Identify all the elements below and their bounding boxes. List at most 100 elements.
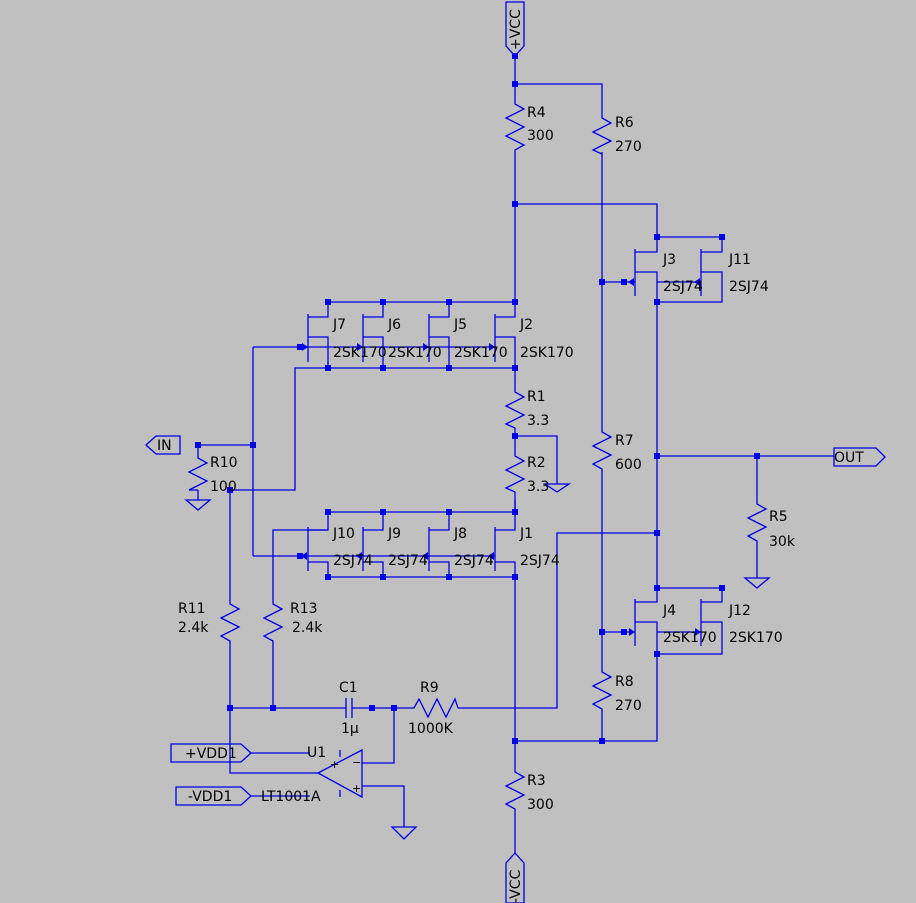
junction-dot (512, 574, 518, 580)
j4-name: J4 (662, 603, 676, 619)
r10-value: 100 (210, 479, 237, 495)
junction-dot (369, 705, 375, 711)
j10-name: J10 (332, 526, 355, 542)
svg-text:−: − (352, 756, 361, 769)
resistor-r10 (187, 455, 209, 491)
j8-name: J8 (453, 526, 467, 542)
junction-dot (599, 738, 605, 744)
port-in: IN (145, 435, 181, 455)
r4-value: 300 (527, 128, 554, 144)
junction-dot (446, 299, 452, 305)
junction-dot (512, 509, 518, 515)
port-vcc-pos: +VCC (505, 1, 525, 57)
junction-dot (325, 509, 331, 515)
junction-dot (227, 487, 233, 493)
label-vdd-pos: +VDD1 (185, 746, 237, 762)
junction-dot (654, 234, 660, 240)
resistor-r11 (219, 600, 241, 650)
junction-dot (325, 299, 331, 305)
r11-name: R11 (178, 601, 206, 617)
j6-name: J6 (387, 317, 401, 333)
jfet-j1 (487, 512, 516, 577)
label-vdd-neg: -VDD1 (188, 789, 232, 805)
r2-value: 3.3 (527, 479, 549, 495)
junction-dot (446, 574, 452, 580)
j5-name: J5 (453, 317, 467, 333)
ground-u1 (390, 826, 418, 840)
j5-value: 2SK170 (454, 345, 508, 361)
junction-dot (621, 279, 627, 285)
r8-name: R8 (615, 674, 634, 690)
c1-value: 1µ (341, 721, 359, 737)
capacitor-c1 (342, 698, 355, 718)
junction-dot (719, 585, 725, 591)
junction-dot (512, 738, 518, 744)
junction-dot (512, 433, 518, 439)
j3-value: 2SJ74 (663, 279, 703, 295)
r5-value: 30k (769, 534, 796, 550)
r11-value: 2.4k (178, 620, 209, 636)
junction-dot (380, 574, 386, 580)
port-vcc-neg: -VCC (505, 852, 525, 903)
resistor-r2 (504, 448, 526, 512)
label-vcc-pos: +VCC (508, 9, 524, 50)
junction-dot (270, 705, 276, 711)
j11-value: 2SJ74 (729, 279, 769, 295)
junction-dot (654, 453, 660, 459)
junction-dot (512, 299, 518, 305)
junction-dot (227, 705, 233, 711)
jfet-j3 (624, 236, 723, 303)
ground-r10 (184, 496, 212, 511)
jfet-j2 (487, 302, 516, 368)
junction-dot (325, 365, 331, 371)
r9-value: 1000K (408, 721, 454, 737)
svg-text:+: + (352, 782, 361, 795)
r1-name: R1 (527, 389, 546, 405)
junction-dot (599, 279, 605, 285)
r4-name: R4 (527, 105, 546, 121)
junction-dot (654, 651, 660, 657)
r6-value: 270 (615, 139, 642, 155)
junction-dot (250, 442, 256, 448)
r6-name: R6 (615, 115, 634, 131)
jfet-j10 (300, 512, 329, 577)
jfet-j7 (300, 302, 329, 368)
port-out: OUT (833, 447, 886, 467)
label-vcc-neg: -VCC (508, 869, 524, 903)
junction-dot (599, 629, 605, 635)
r2-name: R2 (527, 455, 546, 471)
junction-dot (754, 453, 760, 459)
resistor-r7 (591, 428, 613, 476)
resistor-r4 (504, 96, 526, 152)
j1-name: J1 (519, 526, 533, 542)
j2-value: 2SK170 (520, 345, 574, 361)
resistor-r5 (746, 500, 768, 552)
svg-text:+: + (330, 758, 339, 771)
junction-dot (654, 530, 660, 536)
junction-dot (297, 344, 303, 350)
j11-name: J11 (728, 252, 751, 268)
opamp-u1: + − + (316, 748, 363, 799)
label-out: OUT (834, 450, 864, 466)
labels: R4 300 R6 270 R1 3.3 R2 3.3 R3 300 R7 60… (178, 105, 796, 813)
wires (197, 56, 834, 853)
j12-name: J12 (728, 603, 751, 619)
j4-value: 2SK170 (663, 630, 717, 646)
junction-dot (325, 574, 331, 580)
label-in: IN (157, 438, 172, 454)
r1-value: 3.3 (527, 413, 549, 429)
r5-name: R5 (769, 509, 788, 525)
j7-value: 2SK170 (333, 345, 387, 361)
junction-dot (446, 509, 452, 515)
junction-dot (654, 585, 660, 591)
junction-dot (512, 201, 518, 207)
u1-value: LT1001A (261, 789, 321, 805)
resistor-r13 (262, 600, 284, 650)
u1-name: U1 (307, 745, 326, 761)
c1-name: C1 (339, 680, 358, 696)
junction-dot (621, 629, 627, 635)
j9-value: 2SJ74 (388, 553, 428, 569)
junction-dot (512, 53, 518, 59)
ground-r2 (542, 483, 572, 493)
